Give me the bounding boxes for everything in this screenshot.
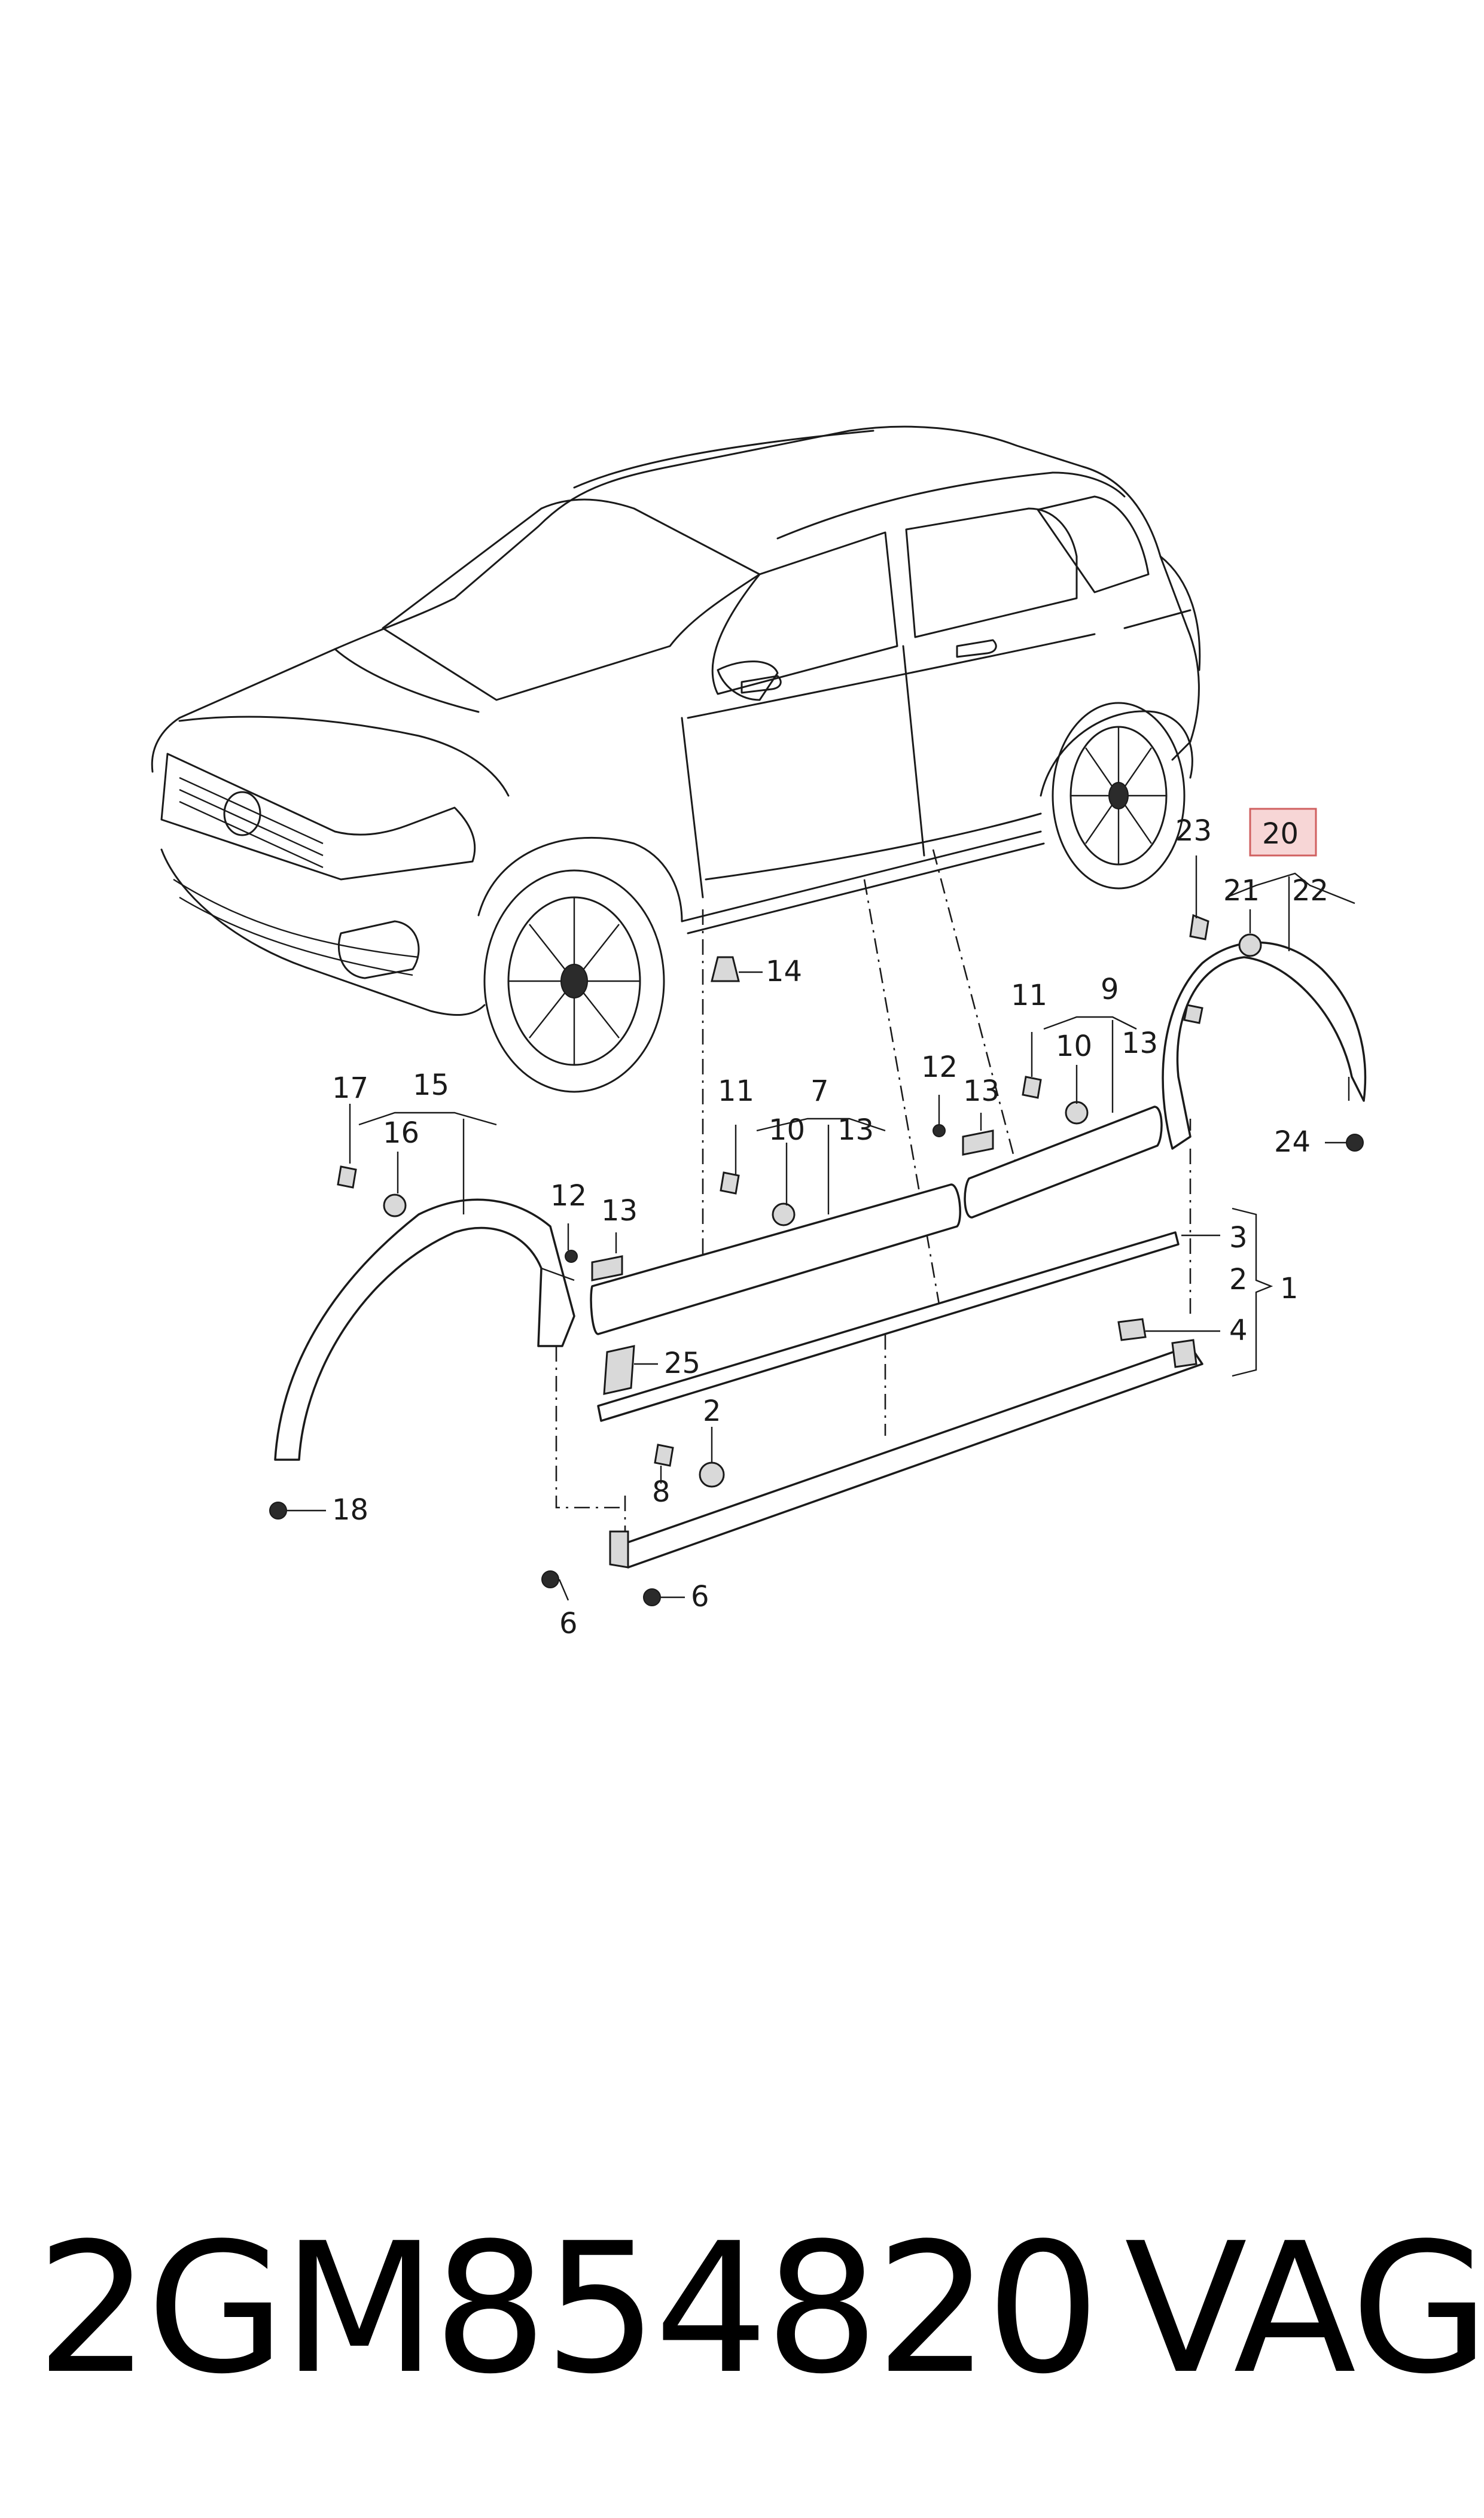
callout-12-right[interactable]: 12: [921, 1051, 958, 1084]
callout-11-left[interactable]: 11: [718, 1074, 754, 1108]
callout-13-left-upper[interactable]: 13: [837, 1113, 874, 1147]
brand-label: VAG: [1125, 2205, 1484, 2413]
leader-lines: [555, 849, 1192, 1537]
callout-12-left[interactable]: 12: [550, 1179, 587, 1213]
callout-8[interactable]: 8: [652, 1475, 671, 1509]
callout-10-right[interactable]: 10: [1056, 1030, 1092, 1063]
callout-20[interactable]: 20: [1262, 817, 1299, 851]
callout-11-right[interactable]: 11: [1011, 979, 1047, 1012]
fasteners: [269, 914, 1364, 1606]
callout-21[interactable]: 21: [1223, 874, 1260, 908]
callout-10-left[interactable]: 10: [769, 1113, 805, 1147]
sill-panel[interactable]: [609, 1339, 1203, 1569]
callout-13-right-upper[interactable]: 13: [1122, 1027, 1158, 1060]
callout-17[interactable]: 17: [332, 1071, 368, 1105]
callout-13-left[interactable]: 13: [601, 1194, 638, 1228]
callout-14[interactable]: 14: [766, 955, 802, 988]
vehicle-illustration: [151, 425, 1201, 1093]
callout-1[interactable]: 1: [1280, 1272, 1299, 1305]
rear-door-moulding[interactable]: [964, 1106, 1163, 1219]
callout-9[interactable]: 9: [1101, 973, 1119, 1006]
callout-4[interactable]: 4: [1229, 1314, 1248, 1347]
callout-18[interactable]: 18: [332, 1493, 368, 1527]
callout-2-bottom[interactable]: 2: [703, 1395, 721, 1428]
callout-7[interactable]: 7: [810, 1074, 829, 1108]
callout-labels: 14 23 20 21 22 24 11 9 10 13 12 13 11 7 …: [332, 808, 1328, 1640]
front-wheel-arch-trim[interactable]: [274, 1198, 575, 1461]
callout-6-right[interactable]: 6: [691, 1580, 709, 1613]
callout-16[interactable]: 16: [383, 1116, 419, 1150]
callout-2-right[interactable]: 2: [1229, 1263, 1248, 1296]
callout-15[interactable]: 15: [413, 1068, 449, 1102]
callout-3[interactable]: 3: [1229, 1221, 1248, 1255]
callout-20-highlight: [1249, 808, 1317, 857]
footer: 2GM854820 VAG: [0, 2213, 1484, 2405]
callout-23[interactable]: 23: [1175, 814, 1212, 848]
part-number: 2GM854820: [36, 2205, 1100, 2413]
callout-24[interactable]: 24: [1274, 1125, 1311, 1159]
callout-6-left[interactable]: 6: [559, 1607, 578, 1640]
front-door-moulding[interactable]: [590, 1183, 961, 1335]
sill-trim-strip[interactable]: [597, 1231, 1180, 1422]
callout-13-right[interactable]: 13: [963, 1074, 1000, 1108]
callout-25[interactable]: 25: [664, 1347, 700, 1380]
rear-wheel-arch-trim[interactable]: [1162, 941, 1367, 1150]
callout-lines: [287, 855, 1355, 1601]
callout-22[interactable]: 22: [1292, 874, 1328, 908]
